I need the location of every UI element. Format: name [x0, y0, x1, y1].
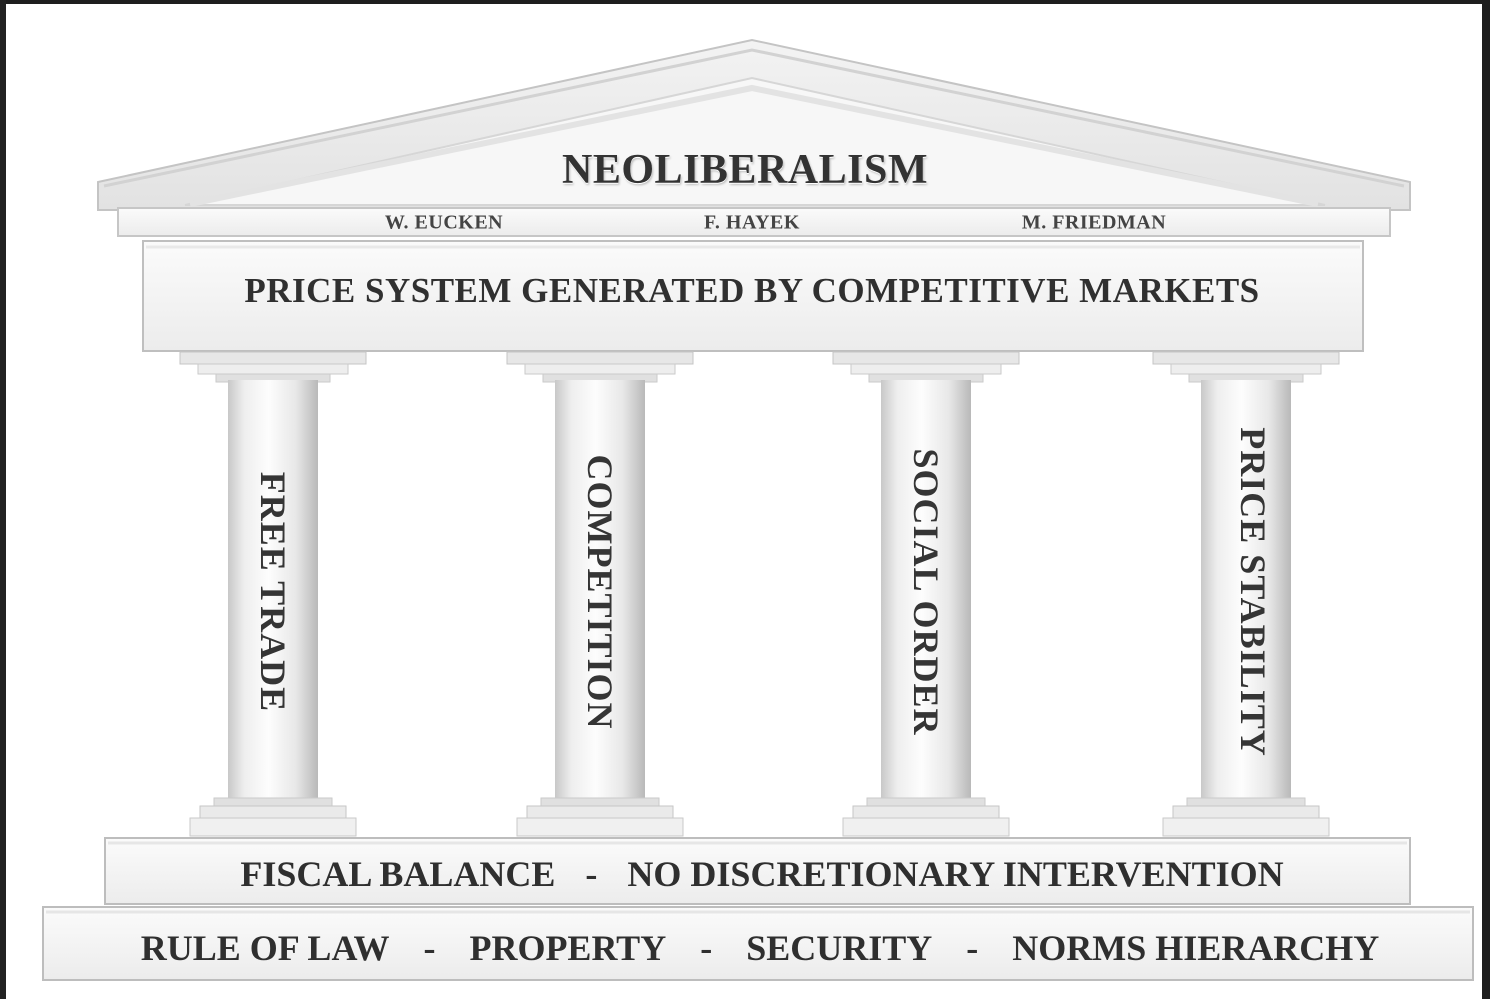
column-4	[1152, 351, 1340, 837]
separator: -	[585, 854, 598, 894]
author-friedman: M. FRIEDMAN	[1021, 211, 1167, 234]
author-eucken: W. EUCKEN	[384, 211, 504, 234]
pillar-label-price-stability: PRICE STABILITY	[1233, 427, 1273, 757]
column-2	[506, 351, 694, 837]
screen-edge-left	[0, 0, 6, 999]
diagram-title: NEOLIBERALISM	[562, 147, 928, 193]
beam-label: PRICE SYSTEM GENERATED BY COMPETITIVE MA…	[244, 271, 1260, 310]
foundation-item: NORMS HIERARCHY	[1012, 928, 1380, 968]
foundation-lower-labels: RULE OF LAW - PROPERTY - SECURITY - NORM…	[141, 927, 1380, 969]
roof-pediment	[97, 38, 1411, 211]
column-3	[832, 351, 1020, 837]
foundation-lower-slab	[42, 906, 1474, 981]
separator: -	[700, 928, 713, 968]
cornice-band	[117, 207, 1391, 237]
column-1	[179, 351, 367, 837]
screen-edge-top	[0, 0, 1490, 4]
foundation-upper-slab	[104, 837, 1411, 905]
separator: -	[423, 928, 436, 968]
separator: -	[966, 928, 979, 968]
pillar-label-free-trade: FREE TRADE	[253, 471, 293, 713]
foundation-item: FISCAL BALANCE	[240, 854, 556, 894]
screen-edge-right	[1482, 0, 1490, 999]
foundation-item: SECURITY	[746, 928, 933, 968]
foundation-item: PROPERTY	[469, 928, 667, 968]
pillar-label-competition: COMPETITION	[580, 454, 620, 730]
foundation-item: NO DISCRETIONARY INTERVENTION	[627, 854, 1284, 894]
beam-slab	[142, 240, 1364, 352]
author-hayek: F. HAYEK	[704, 211, 800, 234]
foundation-upper-labels: FISCAL BALANCE - NO DISCRETIONARY INTERV…	[240, 853, 1283, 895]
pillar-label-social-order: SOCIAL ORDER	[906, 448, 946, 736]
foundation-item: RULE OF LAW	[140, 928, 390, 968]
